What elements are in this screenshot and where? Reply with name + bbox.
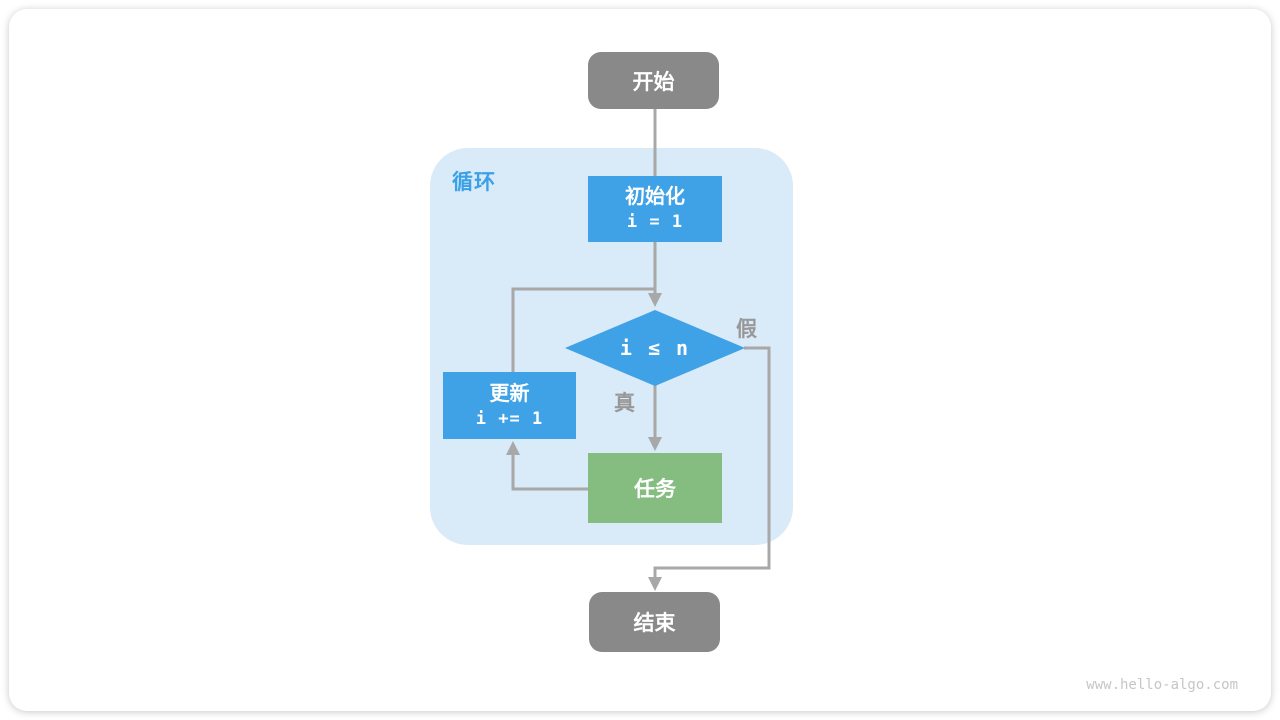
node-update: 更新 i += 1: [443, 372, 576, 439]
node-task: 任务: [588, 453, 722, 523]
node-end: 结束: [589, 592, 720, 652]
node-start-label: 开始: [632, 70, 675, 94]
node-condition-label: i ≤ n: [619, 336, 691, 360]
node-init-title: 初始化: [625, 186, 685, 209]
node-end-label: 结束: [633, 612, 676, 635]
node-task-label: 任务: [634, 478, 676, 501]
node-init-code: i = 1: [626, 212, 684, 233]
watermark: www.hello-algo.com: [1086, 677, 1238, 693]
edge-label-false: 假: [736, 318, 757, 341]
edge-label-true: 真: [614, 392, 635, 415]
node-update-title: 更新: [489, 382, 530, 405]
node-update-code: i += 1: [475, 408, 544, 429]
node-start: 开始: [588, 52, 719, 109]
loop-scope-label: 循环: [452, 171, 496, 194]
node-init: 初始化 i = 1: [588, 176, 722, 242]
